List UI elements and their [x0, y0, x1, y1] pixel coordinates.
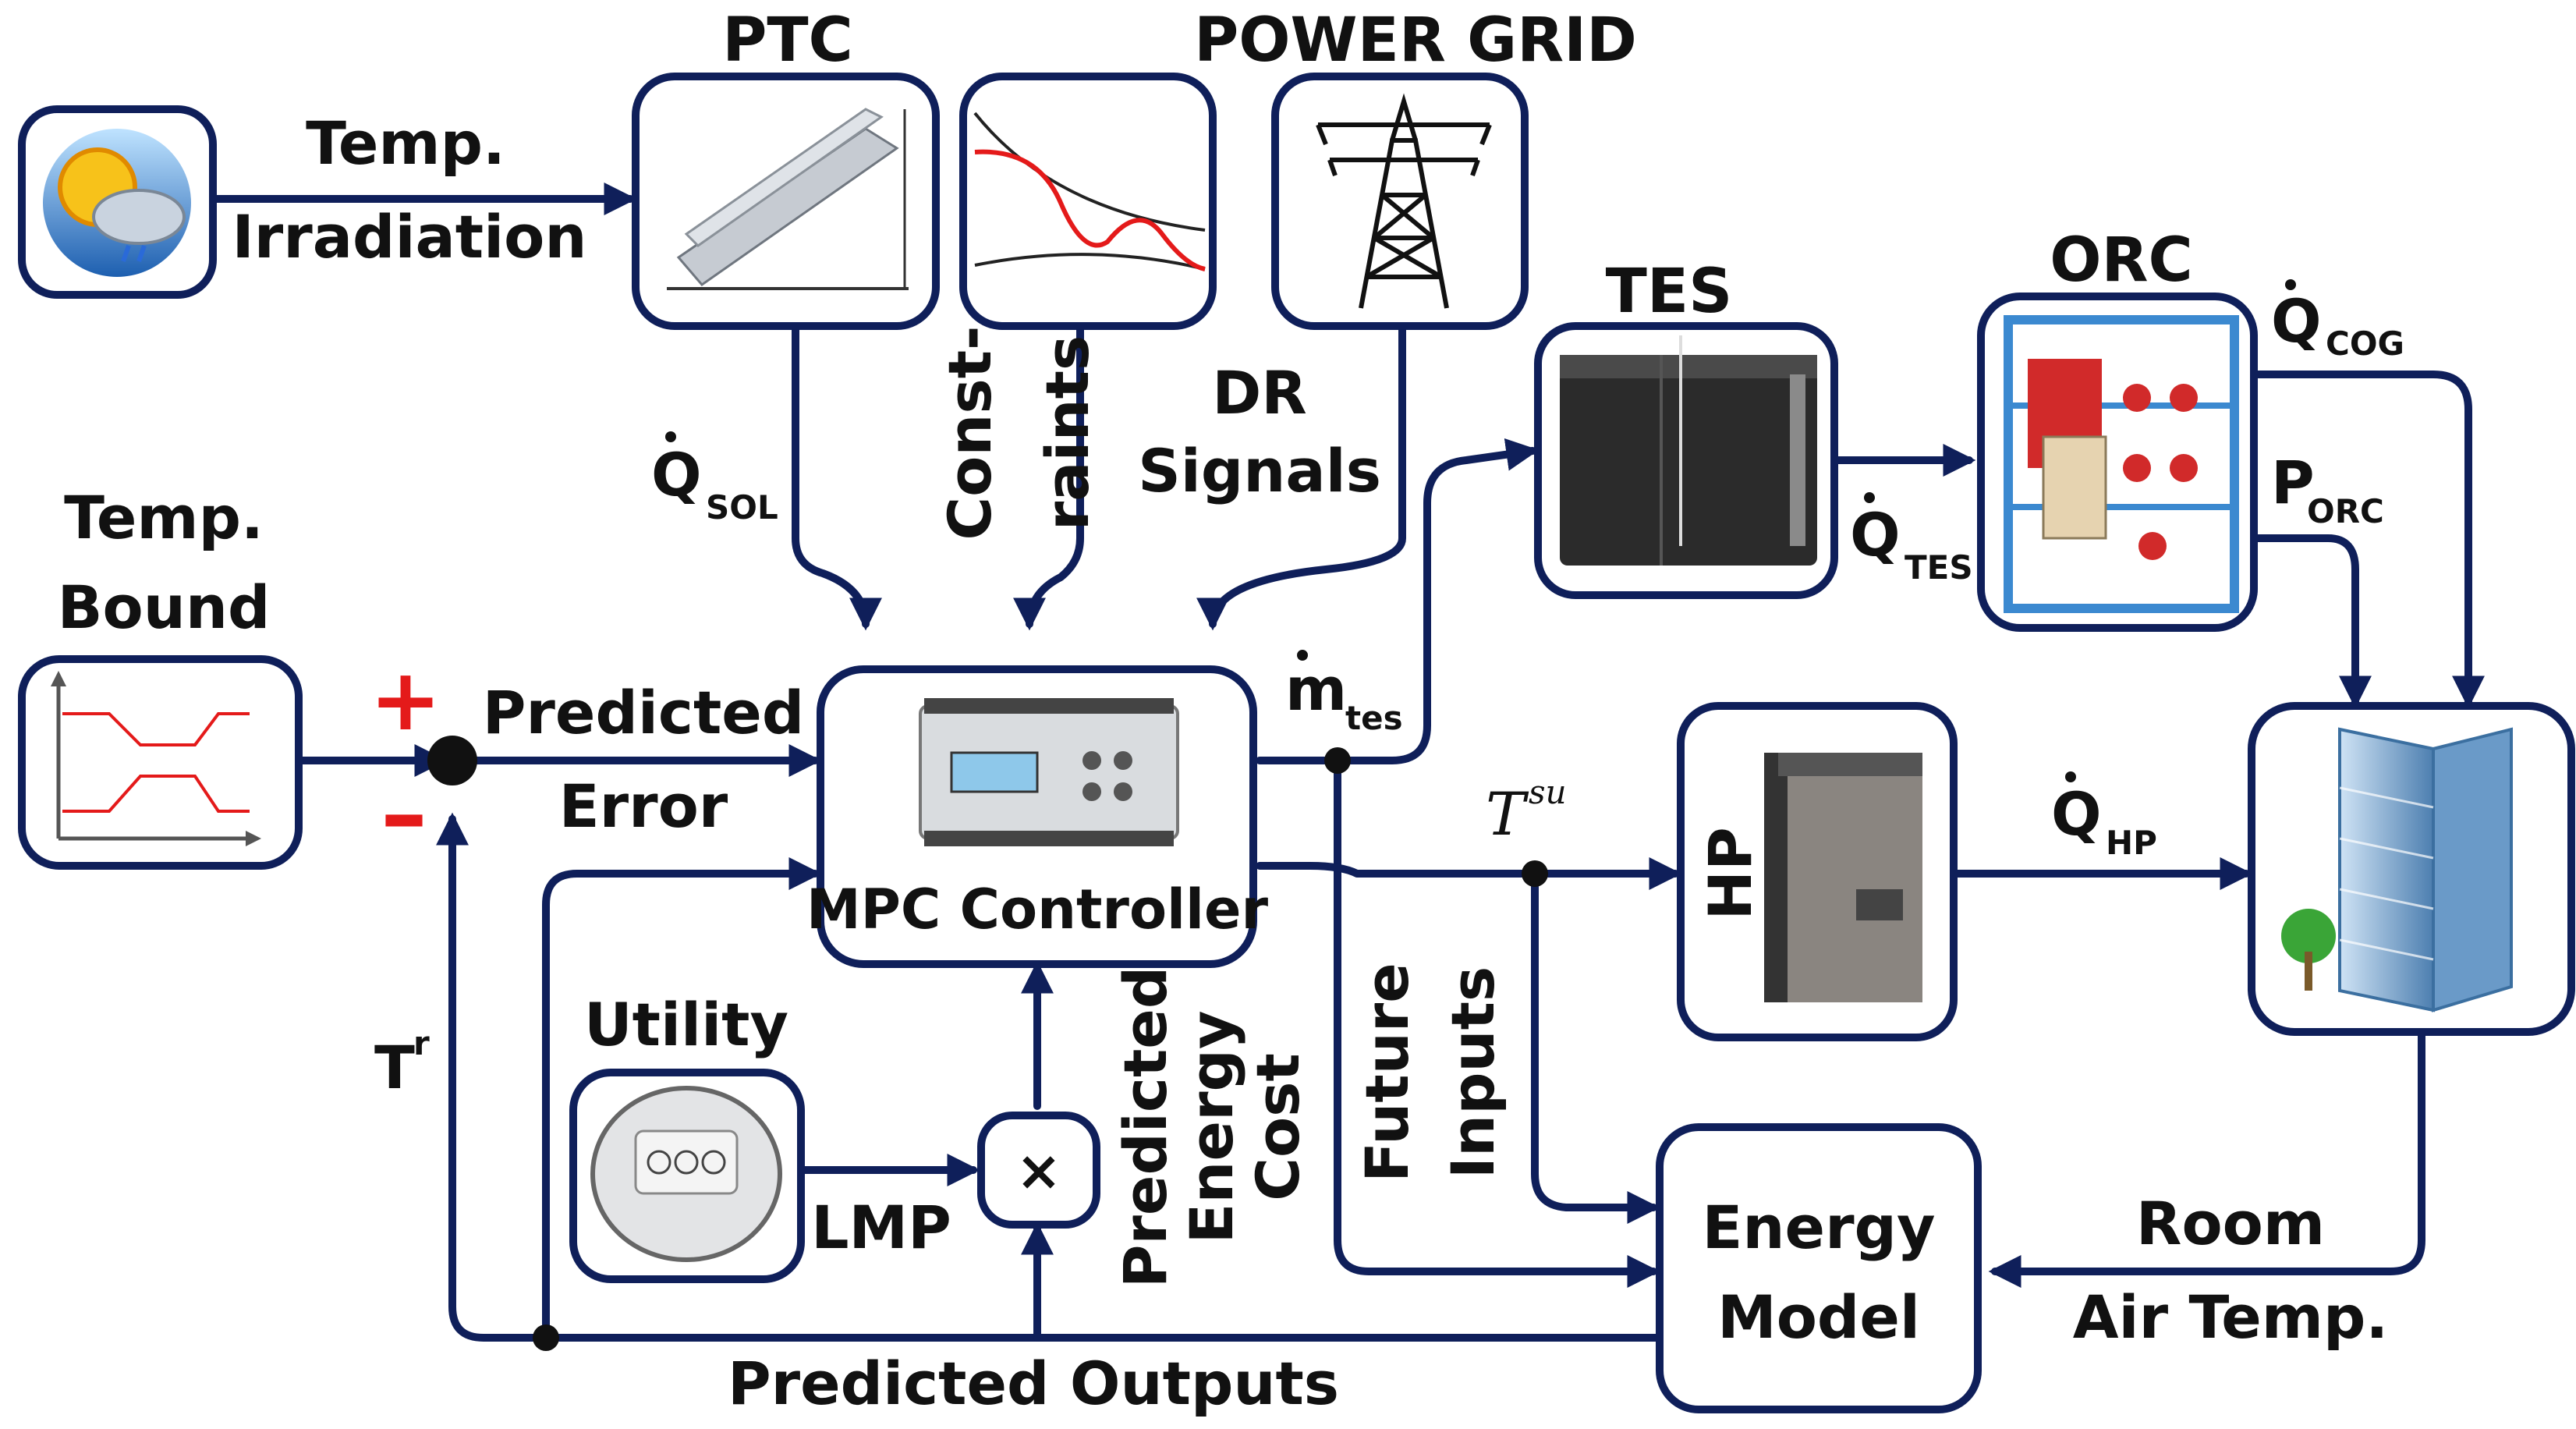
- qsol-dot: [665, 431, 676, 442]
- mtes-dot: [1297, 650, 1308, 661]
- constraints-box: [959, 73, 1217, 330]
- tr-label: T: [374, 1033, 415, 1102]
- mpc-controller-box: [817, 665, 1257, 968]
- multiply-sign: ×: [1016, 1139, 1062, 1203]
- mtes-to-model-arrow: [1334, 757, 1660, 1288]
- predicted-outputs-branch-arrow: [542, 857, 822, 1342]
- orc-unit-icon: [2004, 315, 2239, 613]
- porc-subscript: ORC: [2307, 492, 2384, 530]
- weather-icon: [43, 129, 191, 277]
- labels: PTC POWER GRID TES ORC Temp. Irradiation…: [58, 5, 2404, 1418]
- constraints-arrow: [1013, 322, 1084, 631]
- room-label: Room: [2136, 1189, 2325, 1258]
- mtes-label: m: [1285, 654, 1347, 724]
- tsu-label: T: [1486, 779, 1529, 849]
- qhp-label: Q: [2051, 779, 2102, 849]
- multiplier-box: [977, 1112, 1100, 1229]
- qsol-arrow: [792, 322, 882, 631]
- junction-dot-tsu: [1522, 860, 1548, 887]
- solar-trough-icon: [667, 108, 909, 290]
- error-label: Error: [559, 771, 728, 841]
- mpc-controller-label: MPC Controller: [806, 878, 1269, 941]
- predicted-energy-cost-label-2: Energy: [1177, 1011, 1246, 1244]
- tes-box: [1534, 322, 1838, 599]
- qhp-dot: [2065, 771, 2076, 782]
- room-temp-arrow: [1988, 1030, 2425, 1288]
- qsol-label: Q: [651, 440, 702, 509]
- predicted-energy-cost-label-3: Cost: [1243, 1053, 1313, 1201]
- qcog-dot: [2285, 279, 2296, 290]
- predicted-energy-cost-label-1: Predicted: [1111, 966, 1180, 1289]
- storage-tank-icon: [1560, 335, 1817, 566]
- ptc-title: PTC: [722, 5, 853, 76]
- building-icon: [2281, 727, 2513, 1012]
- predicted-label: Predicted: [483, 678, 805, 747]
- mtes-arrow: [1256, 438, 1540, 764]
- weather-box: [18, 105, 217, 299]
- tes-title: TES: [1606, 257, 1733, 327]
- junction-dot-outputs: [533, 1324, 559, 1351]
- air-temp-label: Air Temp.: [2073, 1282, 2389, 1352]
- qtes-label: Q: [1850, 500, 1901, 569]
- transmission-tower-icon: [1316, 93, 1492, 309]
- future-label: Future: [1352, 963, 1422, 1183]
- minus-sign: –: [381, 761, 427, 869]
- utility-box: [569, 1069, 805, 1283]
- junction-dot-mtes: [1324, 747, 1351, 774]
- qcog-label: Q: [2271, 286, 2322, 356]
- predicted-outputs-label: Predicted Outputs: [728, 1349, 1339, 1418]
- qtes-dot: [1864, 492, 1875, 503]
- constraints-label-1: Const-: [935, 325, 1005, 540]
- temp-bound-box: [18, 655, 303, 870]
- temp-bound-label-2: Bound: [58, 573, 271, 642]
- qtes-subscript: TES: [1905, 548, 1973, 587]
- hp-box: [1677, 702, 1958, 1041]
- tsu-arrow: [1256, 857, 1682, 890]
- plus-sign: +: [370, 650, 441, 750]
- signals-label: Signals: [1138, 436, 1381, 505]
- tr-superscript: r: [413, 1024, 430, 1062]
- qcog-arrow: [2254, 371, 2485, 709]
- heat-pump-icon: [1764, 753, 1922, 1002]
- bound-plot-icon: [51, 671, 261, 846]
- power-grid-box: [1271, 73, 1529, 330]
- lmp-label: LMP: [811, 1193, 951, 1262]
- constraint-curve-icon: [973, 112, 1206, 271]
- building-box: [2248, 702, 2575, 1036]
- meter-icon: [590, 1086, 782, 1262]
- energy-model-box: [1656, 1123, 1982, 1413]
- temp-bound-label-1: Temp.: [64, 483, 264, 552]
- porc-arrow: [2254, 534, 2372, 709]
- summing-junction: [427, 736, 477, 785]
- hp-label: HP: [1695, 827, 1765, 920]
- ptc-box: [632, 73, 940, 330]
- model-label: Model: [1717, 1282, 1920, 1352]
- controller-device-icon: [919, 698, 1179, 846]
- dr-signals-arrow: [1196, 322, 1406, 631]
- dr-label: DR: [1212, 358, 1307, 427]
- connections: [211, 183, 2485, 1351]
- mtes-subscript: tes: [1345, 699, 1403, 737]
- irradiation-label: Irradiation: [232, 202, 587, 271]
- qsol-subscript: SOL: [706, 488, 778, 527]
- tr-feedback-arrow: [436, 812, 1665, 1342]
- inputs-label: Inputs: [1438, 966, 1508, 1179]
- qhp-subscript: HP: [2106, 824, 2157, 862]
- energy-label: Energy: [1703, 1193, 1936, 1262]
- constraints-label-2: raints: [1033, 335, 1102, 531]
- utility-label: Utility: [584, 990, 788, 1059]
- orc-title: ORC: [2050, 225, 2193, 296]
- tsu-to-model-arrow: [1531, 870, 1660, 1224]
- tsu-superscript: su: [1529, 773, 1567, 811]
- temp-label: Temp.: [306, 108, 505, 178]
- orc-box: [1977, 293, 2258, 632]
- porc-label: P: [2271, 448, 2315, 517]
- qcog-subscript: COG: [2326, 324, 2404, 363]
- power-grid-title: POWER GRID: [1194, 5, 1637, 76]
